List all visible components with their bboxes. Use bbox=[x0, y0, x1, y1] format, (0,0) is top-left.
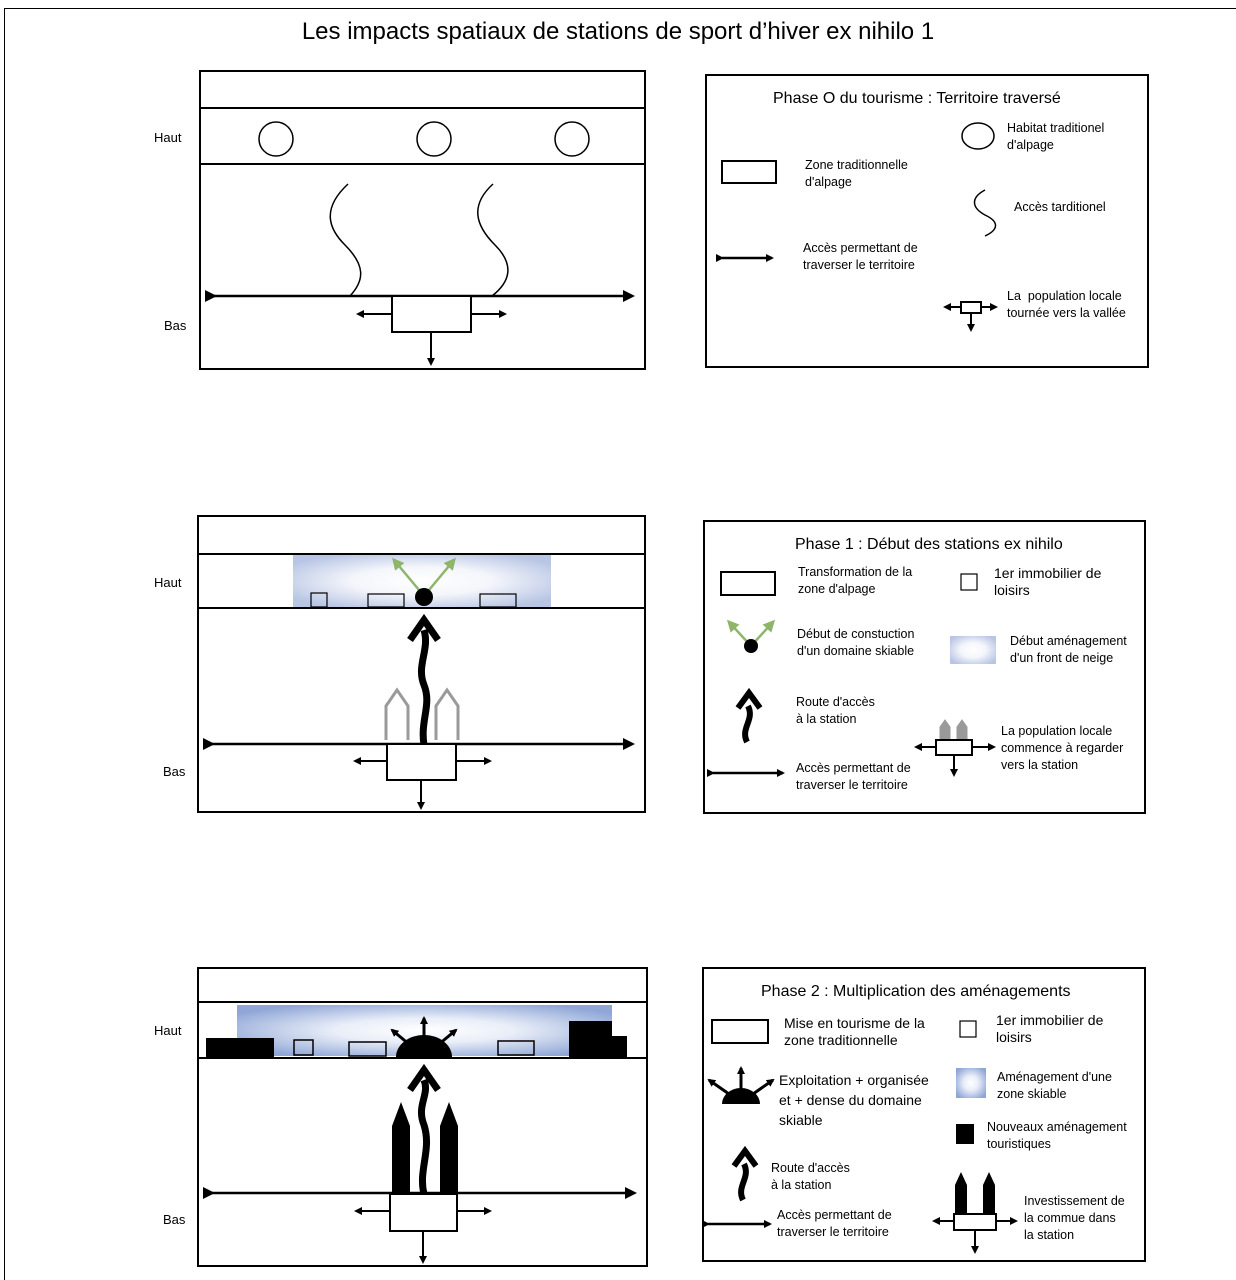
access-route bbox=[417, 1078, 431, 1195]
construction-legend-label: Début de constuction d'un domaine skiabl… bbox=[797, 627, 915, 658]
phase2-legend bbox=[702, 967, 1146, 1262]
access-traverse-legend-label: Accès permettant de traverser le territo… bbox=[796, 761, 911, 792]
building-small bbox=[293, 1039, 314, 1056]
village-box bbox=[386, 743, 457, 781]
phase0-legend-title: Phase O du tourisme : Territoire travers… bbox=[773, 90, 1061, 107]
phase1-legend bbox=[703, 520, 1146, 814]
haut-label: Haut bbox=[154, 130, 182, 145]
zone-legend-icon bbox=[721, 160, 777, 184]
front-neige-legend-label: Début aménagement d'un front de neige bbox=[1010, 634, 1127, 665]
exploitation-legend-label: Exploitation + organisée et + dense du d… bbox=[779, 1072, 929, 1128]
grey-house bbox=[434, 687, 460, 740]
investissement-legend-icon bbox=[953, 1213, 997, 1231]
exploitation-legend-icon bbox=[722, 1088, 760, 1104]
population-legend-icon bbox=[960, 301, 982, 314]
mise-tourisme-legend-icon bbox=[711, 1019, 769, 1044]
access-traverse-legend-label: Accès permettant de traverser le territo… bbox=[777, 1208, 892, 1239]
habitat-circle bbox=[258, 121, 294, 157]
traditional-access-path bbox=[477, 183, 509, 297]
phase1-diagram bbox=[197, 515, 646, 813]
haut-label: Haut bbox=[154, 1023, 182, 1038]
amenagement-zone-legend-label: Aménagement d'une zone skiable bbox=[997, 1070, 1112, 1101]
building-small bbox=[310, 592, 328, 608]
population-legend-label: La population locale commence à regarder… bbox=[1001, 724, 1124, 772]
phase2-diagram bbox=[197, 967, 648, 1267]
route-legend-icon bbox=[738, 1162, 749, 1202]
transformation-legend-label: Transformation de la zone d'alpage bbox=[798, 565, 913, 596]
page-title: Les impacts spatiaux de stations de spor… bbox=[301, 18, 935, 45]
new-development bbox=[569, 1021, 612, 1057]
access-traverse-legend-label: Accès permettant de traverser le territo… bbox=[803, 241, 918, 272]
new-development bbox=[206, 1038, 274, 1057]
bas-label: Bas bbox=[164, 318, 187, 333]
haut-label: Haut bbox=[154, 575, 182, 590]
phase2-legend-title: Phase 2 : Multiplication des aménagement… bbox=[761, 983, 1071, 1000]
building-small bbox=[497, 1040, 535, 1056]
investissement-legend-label: Investissement de la commue dans la stat… bbox=[1024, 1194, 1125, 1242]
immobilier-legend-icon bbox=[960, 573, 978, 591]
page-frame bbox=[4, 8, 1236, 1280]
village-box bbox=[391, 295, 472, 333]
access-trad-legend-label: Accès tarditionel bbox=[1014, 200, 1106, 214]
route-legend-icon bbox=[742, 704, 753, 744]
immobilier-legend-label: 1er immobilier de loisirs bbox=[994, 565, 1102, 598]
construction-legend-dot bbox=[744, 639, 758, 653]
nouveaux-legend-icon bbox=[956, 1124, 974, 1144]
phase0-legend bbox=[705, 74, 1149, 368]
population-legend-icon bbox=[935, 739, 973, 756]
route-legend-label: Route d'accès à la station bbox=[796, 695, 875, 726]
immobilier-legend-label: 1er immobilier de loisirs bbox=[996, 1012, 1104, 1045]
building-small bbox=[367, 593, 405, 608]
phase1-legend-title: Phase 1 : Début des stations ex nihilo bbox=[795, 536, 1063, 553]
village-box bbox=[389, 1193, 458, 1232]
access-legend-icon bbox=[973, 189, 997, 237]
building-small bbox=[348, 1041, 387, 1057]
building-small bbox=[479, 593, 517, 608]
black-tower bbox=[440, 1102, 458, 1195]
route-legend-label: Route d'accès à la station bbox=[771, 1161, 850, 1192]
traditional-access-path bbox=[329, 183, 362, 297]
new-development bbox=[610, 1036, 627, 1057]
habitat-legend-icon bbox=[961, 122, 995, 150]
front-neige-legend-icon bbox=[950, 636, 996, 664]
ski-dome bbox=[396, 1035, 452, 1057]
grey-house bbox=[384, 687, 410, 740]
amenagement-zone-legend-icon bbox=[956, 1068, 986, 1098]
transformation-legend-icon bbox=[720, 571, 776, 596]
zone-legend-label: Zone traditionnelle d'alpage bbox=[805, 158, 908, 189]
bas-label: Bas bbox=[163, 1212, 186, 1227]
habitat-circle bbox=[416, 121, 452, 157]
bas-label: Bas bbox=[163, 764, 186, 779]
phase0-diagram bbox=[199, 70, 646, 370]
habitat-legend-label: Habitat traditionel d'alpage bbox=[1007, 121, 1105, 152]
mise-tourisme-legend-label: Mise en tourisme de la zone traditionnel… bbox=[784, 1015, 925, 1048]
immobilier-legend-icon bbox=[959, 1020, 977, 1038]
population-legend-label: La population locale tournée vers la val… bbox=[1007, 289, 1126, 320]
ski-area-dot bbox=[415, 588, 433, 606]
access-route bbox=[417, 628, 431, 746]
black-tower bbox=[392, 1102, 410, 1195]
habitat-circle bbox=[554, 121, 590, 157]
nouveaux-legend-label: Nouveaux aménagement touristiques bbox=[987, 1120, 1127, 1151]
